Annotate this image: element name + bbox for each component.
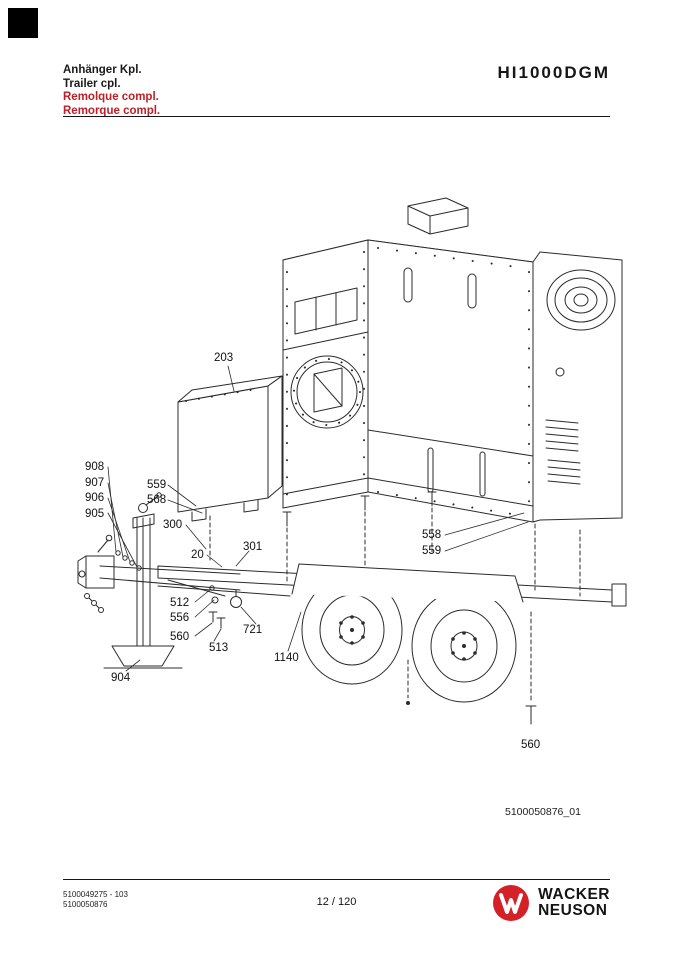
callout-905: 905 [85,508,105,520]
generator-cabinet [282,197,534,523]
callout-513: 513 [209,642,229,654]
callout-1140: 1140 [274,652,299,664]
callout-558: 558 [422,529,442,541]
page-indicator: 12 / 120 [316,896,357,908]
callout-20: 20 [191,549,204,561]
callout-721: 721 [243,624,263,636]
doc-number-secondary: 5100050876 [63,900,108,909]
callout-559-left: 559 [147,479,167,491]
accessory-box [177,375,283,522]
title-german: Anhänger Kpl. [63,64,142,76]
callout-904: 904 [111,672,131,684]
door-handle [467,273,477,309]
callout-559-right: 559 [422,545,442,557]
tow-ring [230,596,242,608]
wheels [291,563,524,703]
callout-301: 301 [243,541,263,553]
figure-id: 5100050876_01 [505,806,581,818]
callout-203: 203 [214,352,234,364]
brand-wordmark-line1: WACKER [538,885,610,903]
rear-heater-unit [532,251,627,607]
callout-556: 556 [170,612,190,624]
title-english: Trailer cpl. [63,77,121,90]
header-divider [63,116,610,117]
doc-codes: 5100049275 - 103 5100050876 [63,890,128,910]
brand-wordmark-line2: NEUSON [538,902,608,919]
callout-560-bottom: 560 [521,739,541,751]
title-spanish: Remolque compl. [63,91,159,103]
jack-stand [103,492,183,669]
hidden-lines [209,507,581,701]
callout-560-left: 560 [170,631,190,643]
callout-908: 908 [85,461,105,473]
roof-vent [407,197,469,217]
rear-wheel [411,589,517,703]
front-wheel [301,575,403,685]
doc-number-primary: 5100049275 - 103 [63,890,128,899]
brand-w-emblem-icon [493,885,530,921]
brand-logo: WACKER NEUSON [492,884,610,922]
callout-300: 300 [163,519,183,531]
callout-906: 906 [85,492,105,504]
footer-divider [63,879,610,880]
page-corner-mark [8,8,38,38]
callout-568: 568 [147,494,167,506]
title-french: Remorque compl. [63,104,161,117]
callout-512: 512 [170,597,190,609]
callout-907: 907 [85,477,105,489]
fasteners [208,491,537,725]
page-header-titles: Anhänger Kpl. Trailer cpl. Remolque comp… [63,64,160,118]
leader-lines [107,365,529,672]
fender [291,563,524,603]
brand-wordmark: WACKER NEUSON [538,885,610,920]
tow-coupling [85,555,115,589]
fan-opening [290,355,364,429]
model-wordmark: HI1000DGM [497,63,610,82]
door-handle [403,267,413,303]
